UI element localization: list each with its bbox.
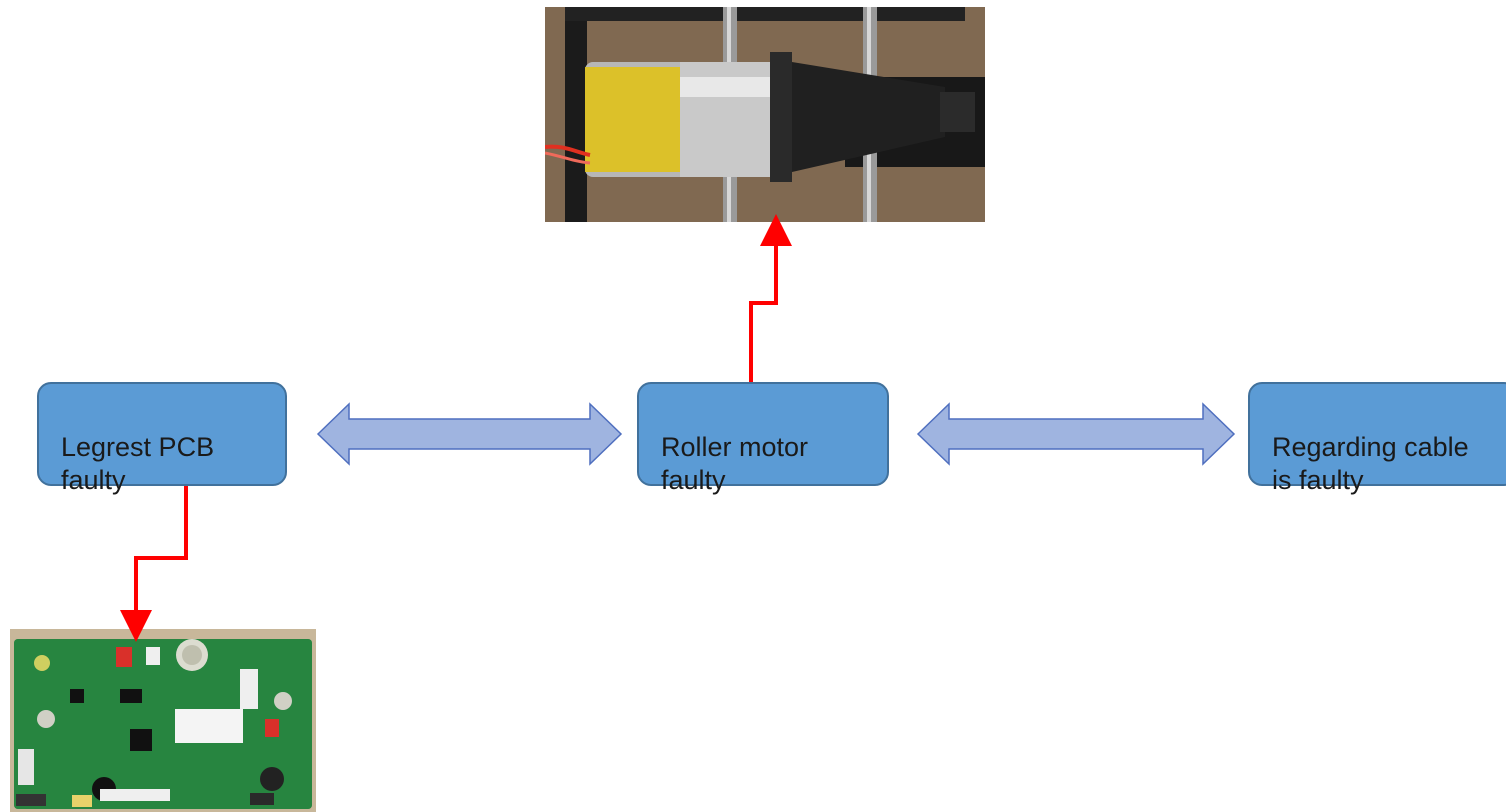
legrest-pcb-image — [10, 629, 316, 812]
connector-pcb-to-photo — [120, 486, 188, 642]
node-label: Roller motor faulty — [661, 431, 809, 495]
node-legrest-pcb-faulty: Legrest PCB faulty — [37, 382, 287, 495]
roller-motor-image — [545, 7, 985, 222]
node-cable-faulty: Regarding cable is faulty — [1248, 382, 1506, 495]
double-arrow-motor-cable — [916, 402, 1236, 466]
double-arrow-pcb-motor — [316, 402, 623, 466]
legrest-pcb-photo — [10, 629, 316, 812]
node-roller-motor-faulty: Roller motor faulty — [637, 382, 889, 495]
connector-motor-to-photo — [749, 214, 792, 384]
node-label: Legrest PCB faulty — [61, 431, 215, 495]
roller-motor-photo — [545, 7, 985, 222]
node-label: Regarding cable is faulty — [1272, 431, 1469, 495]
